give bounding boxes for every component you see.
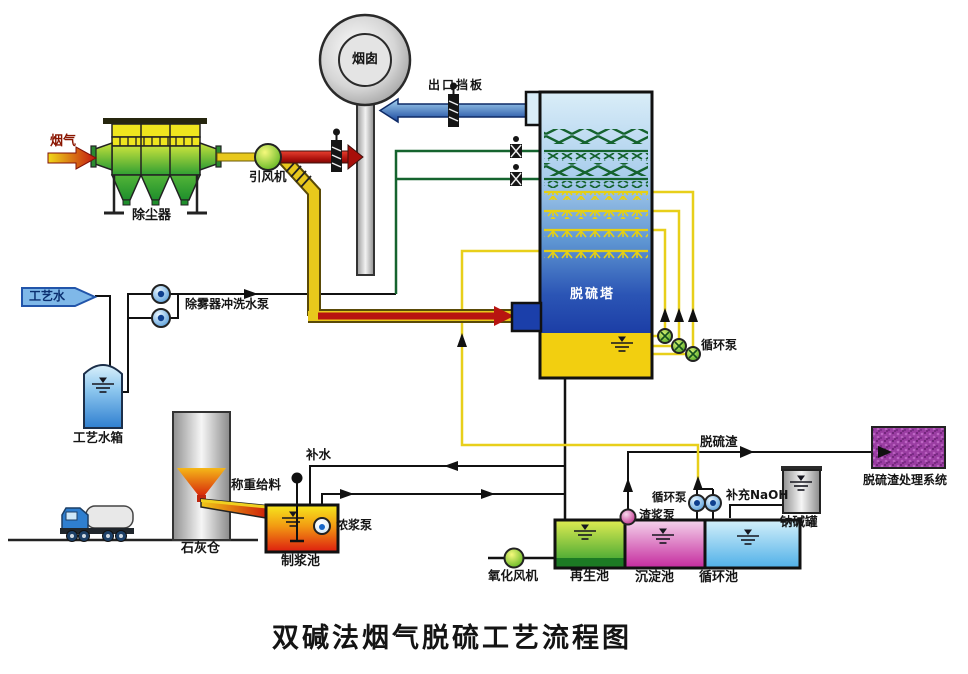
process-water-tag [21,287,98,307]
lime-silo-label: 石灰仓 [181,541,221,556]
bottom-tanks [553,518,802,570]
slurry-tank-label: 制浆池 [281,554,321,569]
process-water-label: 工艺水 [29,289,66,303]
tower-inlet-duct [510,301,543,333]
slag-slurry-pump [619,508,637,526]
flow-arrows [244,289,892,499]
lime-silo [172,411,231,541]
id-fan-label: 引风机 [249,169,287,184]
dust-collector [90,118,222,215]
circulation-tank-label: 循环池 [699,570,739,585]
dust-collector-label: 除尘器 [132,208,172,223]
naoh-supplement-label: 补充NaOH [726,488,789,502]
sodium-alkali-tank-label: 钠碱罐 [780,514,818,529]
oxidation-fan-label: 氧化风机 [488,568,539,583]
flue-gas-arrow [47,146,98,170]
makeup-water-label: 补水 [306,447,332,462]
sedimentation-tank-label: 沉淀池 [635,570,675,585]
flush-line-valves [510,136,522,186]
demister-flush-pumps [151,284,171,328]
desulfurization-tower [510,90,654,380]
flue-pipe-valve [331,128,342,172]
sodium-alkali-tank [781,466,822,514]
lime-truck [60,505,134,542]
slurry-tank [264,472,340,554]
process-water-tank [83,364,123,429]
slag-treatment-box [871,426,946,469]
tank-circ-pump-label: 循环泵 [652,490,687,504]
id-fan-ball [254,143,282,171]
slag-treatment-label: 脱硫渣处理系统 [863,473,948,487]
diagram-title: 双碱法烟气脱硫工艺流程图 [272,623,632,654]
tower-circulation-pumps [657,328,701,362]
oxidation-fan-ball [503,547,525,569]
chimney [318,13,412,276]
demister-flush-pump-label: 除雾器冲洗水泵 [185,297,270,311]
thick-slurry-pump-label: 浓浆泵 [336,518,373,532]
flue-gas-label: 烟气 [50,134,77,149]
process-water-tank-label: 工艺水箱 [73,430,124,445]
tower-circ-pump-label: 循环泵 [701,338,738,352]
outlet-damper-label: 出口挡板 [428,78,485,92]
regeneration-tank-label: 再生池 [570,569,610,584]
weighing-feeder-label: 称重给料 [231,477,282,492]
chimney-label: 烟囱 [351,52,378,67]
outlet-damper-valve [448,82,459,127]
slag-pump-label: 渣浆泵 [639,508,676,522]
slag-label: 脱硫渣 [700,434,738,449]
tower-label: 脱硫塔 [570,287,616,302]
outlet-duct [378,97,541,124]
tank-circulation-pumps [688,494,722,512]
